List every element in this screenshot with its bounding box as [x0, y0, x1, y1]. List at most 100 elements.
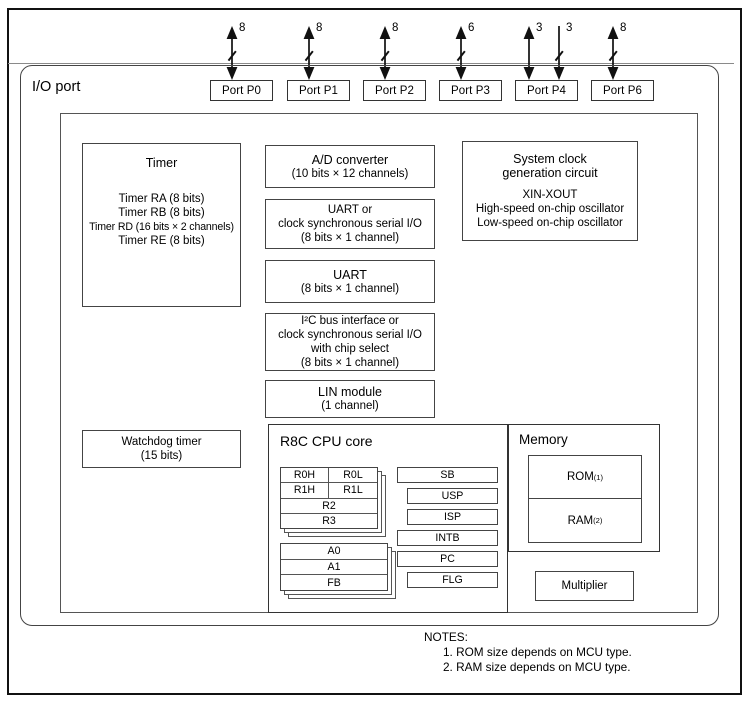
bus-width-label: 8 — [392, 22, 399, 34]
register-cell: FB — [327, 576, 341, 589]
bus-width-label: 3 — [536, 22, 543, 34]
bus-width-label: 3 — [566, 22, 573, 34]
note-item: 2. RAM size depends on MCU type. — [443, 660, 631, 674]
register-cell: A1 — [327, 561, 341, 573]
port-box-port-p1: Port P1 — [287, 80, 350, 101]
peripheral-line: (8 bits × 1 channel) — [300, 357, 400, 369]
timer-item: Timer RD (16 bits × 2 channels) — [89, 221, 234, 233]
timer-item: Timer RA (8 bits) — [118, 193, 205, 205]
bus-width-label: 8 — [316, 22, 323, 34]
port-box-port-p3: Port P3 — [439, 80, 502, 101]
ram-note-ref: (2) — [593, 516, 603, 525]
port-label: Port P1 — [298, 84, 339, 97]
register-cell: R0L — [343, 469, 363, 482]
port-box-port-p0: Port P0 — [210, 80, 273, 101]
port-label: Port P6 — [602, 84, 643, 97]
control-register-flg: FLG — [407, 572, 498, 588]
system-clock-item: Low-speed on-chip oscillator — [477, 217, 623, 229]
bus-line — [8, 63, 734, 64]
timer-block: Timer Timer RA (8 bits) Timer RB (8 bits)… — [82, 143, 241, 307]
notes-list: 1. ROM size depends on MCU type.2. RAM s… — [424, 645, 632, 675]
cpu-core-title: R8C CPU core — [280, 433, 373, 449]
register-cell: R2 — [322, 499, 336, 512]
system-clock-title-line2: generation circuit — [502, 166, 598, 180]
register-row: R3 — [281, 514, 377, 528]
ram-label: RAM — [567, 514, 594, 527]
control-register-intb: INTB — [397, 530, 498, 546]
register-row: A1 — [281, 560, 387, 576]
memory-inner-box: ROM(1) RAM(2) — [528, 455, 642, 543]
io-port-label: I/O port — [32, 79, 81, 95]
register-cell: R1H — [281, 483, 329, 498]
rom-cell: ROM(1) — [529, 456, 641, 499]
register-cell: R3 — [322, 514, 336, 527]
peripheral-line: UART or — [327, 204, 373, 216]
peripheral-line: (8 bits × 1 channel) — [300, 282, 400, 295]
note-item: 1. ROM size depends on MCU type. — [443, 645, 632, 659]
multiplier-label: Multiplier — [561, 580, 608, 592]
timer-item: Timer RE (8 bits) — [118, 235, 205, 247]
multiplier-block: Multiplier — [535, 571, 634, 601]
control-register-pc: PC — [397, 551, 498, 567]
peripheral-block-i2c-bus-interface: I²C bus interface or clock synchronous se… — [265, 313, 435, 371]
register-row: R2 — [281, 499, 377, 514]
peripheral-line: (10 bits × 12 channels) — [291, 167, 409, 180]
timer-title: Timer — [145, 156, 178, 170]
timer-item-list: Timer RA (8 bits) Timer RB (8 bits) Timer … — [89, 192, 234, 248]
control-register-sb: SB — [397, 467, 498, 483]
register-row: FB — [281, 575, 387, 590]
register-row: R0H R0L — [281, 468, 377, 484]
control-register-usp: USP — [407, 488, 498, 504]
peripheral-line: (1 channel) — [321, 400, 379, 412]
timer-item: Timer RB (8 bits) — [118, 207, 205, 219]
peripheral-line: (8 bits × 1 channel) — [300, 232, 400, 244]
io-port-container — [20, 65, 719, 626]
port-box-port-p4: Port P4 — [515, 80, 578, 101]
system-clock-title-line1: System clock — [513, 152, 587, 166]
bus-width-label: 6 — [468, 22, 475, 34]
port-box-port-p2: Port P2 — [363, 80, 426, 101]
register-cell: R0H — [281, 468, 329, 483]
watchdog-line2: (15 bits) — [140, 450, 183, 462]
control-register-isp: ISP — [407, 509, 498, 525]
peripheral-block-uart: UART(8 bits × 1 channel) — [265, 260, 435, 303]
notes-heading: NOTES: — [424, 630, 468, 644]
port-label: Port P4 — [526, 84, 567, 97]
memory-block: Memory ROM(1) RAM(2) — [508, 424, 660, 552]
register-row: A0 — [281, 544, 387, 560]
rom-note-ref: (1) — [593, 472, 604, 482]
peripheral-line: LIN module — [318, 385, 382, 399]
peripheral-line: with chip select — [311, 343, 389, 355]
peripheral-line: UART — [333, 267, 367, 282]
system-clock-item: XIN-XOUT — [522, 189, 578, 201]
register-cell: A0 — [327, 545, 341, 558]
system-clock-block: System clock generation circuit XIN-XOUT… — [462, 141, 638, 241]
memory-title: Memory — [519, 432, 568, 447]
watchdog-timer-block: Watchdog timer (15 bits) — [82, 430, 241, 468]
external-bus-area: 8 8 8 6 3 3 8 — [0, 0, 750, 118]
watchdog-line1: Watchdog timer — [121, 436, 202, 448]
register-cell: R1L — [343, 484, 363, 497]
system-clock-item: High-speed on-chip oscillator — [475, 203, 625, 215]
peripheral-line: A/D converter — [311, 152, 389, 167]
peripheral-block-ad-converter: A/D converter(10 bits × 12 channels) — [265, 145, 435, 188]
peripheral-line: clock synchronous serial I/O — [278, 329, 422, 341]
bus-width-label: 8 — [620, 22, 627, 34]
port-box-port-p6: Port P6 — [591, 80, 654, 101]
ram-cell: RAM(2) — [529, 499, 641, 542]
port-label: Port P0 — [221, 84, 262, 97]
bus-width-label: 8 — [239, 22, 246, 34]
rom-label: ROM — [566, 471, 594, 483]
port-label: Port P2 — [374, 84, 415, 97]
register-row: R1H R1L — [281, 483, 377, 499]
notes-section: NOTES: 1. ROM size depends on MCU type.2… — [424, 630, 632, 675]
peripheral-line: I²C bus interface or — [301, 315, 399, 327]
peripheral-block-lin-module: LIN module(1 channel) — [265, 380, 435, 418]
port-label: Port P3 — [450, 84, 491, 97]
